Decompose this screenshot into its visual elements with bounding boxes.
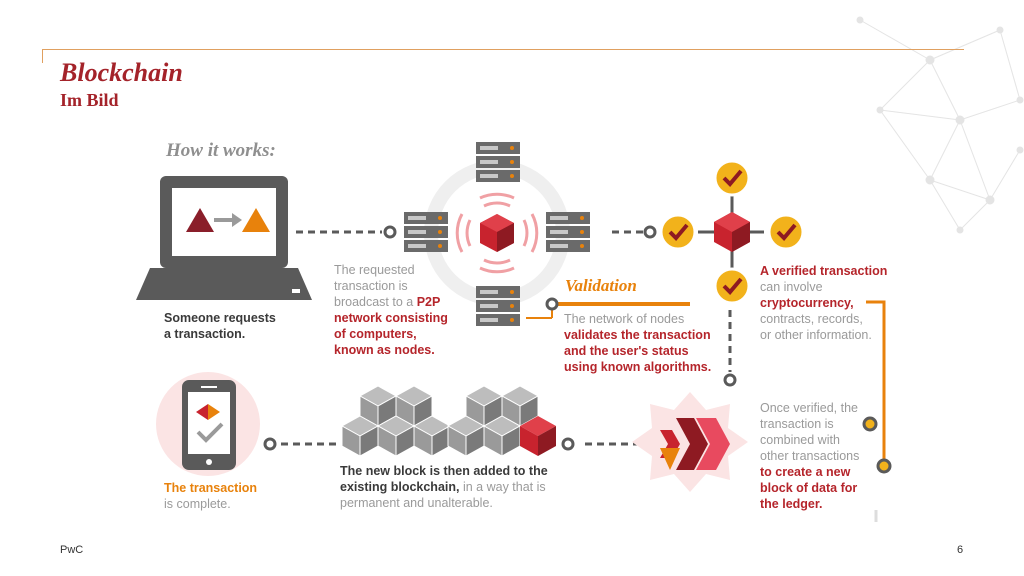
bracket-dot (876, 458, 892, 474)
bracket-dot (862, 416, 878, 432)
step-request-text: Someone requests a transaction. (164, 311, 276, 341)
validation-heading: Validation (565, 276, 637, 295)
transaction-complete-text: The transaction is complete. (164, 481, 258, 511)
phone-icon (156, 372, 260, 476)
server-node-icons (404, 142, 590, 326)
blockchain-cubes-icon (340, 385, 556, 457)
verified-nodes-icon (659, 159, 805, 305)
how-it-works-heading: How it works: (166, 140, 276, 161)
validation-pointer (526, 297, 690, 319)
page-title: Blockchain (60, 58, 183, 87)
checkmark-icons (659, 159, 805, 305)
add-to-blockchain-text: The new block is then added to the exist… (340, 464, 548, 510)
page-subtitle: Im Bild (60, 90, 119, 110)
connector-dots (263, 225, 737, 451)
verified-transaction-text: A verified transaction can involve crypt… (760, 264, 888, 342)
validation-text: The network of nodes validates the trans… (564, 312, 712, 374)
page-number: 6 (957, 544, 964, 556)
laptop-icon (136, 176, 312, 300)
connector-lines (278, 230, 732, 446)
orange-bracket (866, 300, 886, 522)
combine-block-text: Once verified, the transaction is combin… (760, 401, 860, 511)
step-broadcast-text: The requested transaction is broadcast t… (334, 263, 448, 357)
network-mesh-decoration (856, 16, 1024, 234)
header-rule-tick (42, 49, 43, 63)
new-block-icon (632, 392, 748, 492)
p2p-network-icon (424, 160, 570, 306)
header-rule (42, 49, 964, 50)
footer-brand: PwC (60, 544, 84, 556)
